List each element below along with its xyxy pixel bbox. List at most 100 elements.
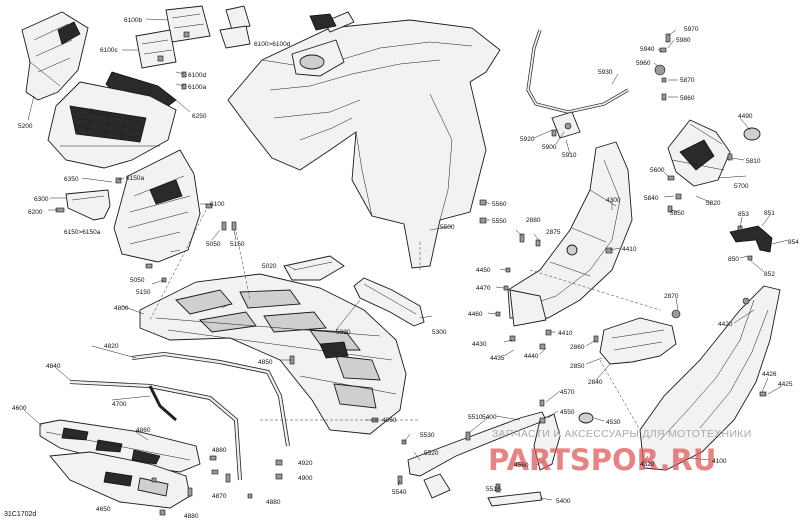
part-label: 4430: [472, 341, 487, 348]
part-label: 4425: [778, 381, 793, 388]
part-label: 4880: [266, 499, 281, 506]
part-label: 4820: [104, 343, 119, 350]
part-label: 6100>6100d: [254, 41, 291, 48]
part-label: 4300: [606, 197, 621, 204]
watermark-brand: PARTSPOR.RU: [488, 443, 716, 477]
part-label: 5020: [262, 263, 277, 270]
part-label: 5530: [420, 432, 435, 439]
part-label: 5980: [676, 37, 691, 44]
inner-panel-4300: [495, 141, 633, 350]
part-label: 6100: [210, 201, 225, 208]
part-label: 4650: [96, 506, 111, 513]
part-label: 5050: [130, 277, 145, 284]
cover-5300: [353, 277, 425, 327]
plate-5020: [283, 255, 345, 281]
part-label: 4850: [258, 359, 273, 366]
part-label: 854: [788, 239, 799, 246]
part-label: 4440: [524, 353, 539, 360]
part-label: 4320: [640, 461, 655, 468]
part-label: 5960: [636, 60, 651, 67]
light-housing-5700: [667, 119, 761, 213]
part-label: 2840: [588, 379, 603, 386]
part-label: 4460: [468, 311, 483, 318]
part-label: 5900: [542, 144, 557, 151]
part-label: 4470: [476, 285, 491, 292]
cover-plates-6100: [135, 5, 251, 90]
watermark-tagline: ЗАПЧАСТИ И АКСЕССУАРЫ ДЛЯ МОТОТЕХНИКИ: [492, 428, 752, 440]
part-label: 4700: [112, 401, 127, 408]
grab-handle-5930: [526, 29, 671, 139]
skid-plate-4650: [49, 451, 283, 516]
storage-tray-6250: [47, 71, 177, 169]
part-label: 5400: [482, 414, 497, 421]
part-label: 4800: [114, 305, 129, 312]
part-label: 5400: [556, 498, 571, 505]
part-label: 4900: [298, 475, 313, 482]
front-fender-5500: [227, 11, 501, 269]
part-label: 5550: [492, 218, 507, 225]
part-label: 4100: [712, 458, 727, 465]
assembly-lines: [149, 209, 661, 431]
part-number-labels: 5200 6100b 6100c 6100d 6100a 6100>6100d …: [12, 17, 799, 520]
part-label: 5320: [336, 329, 351, 336]
part-label: 4600: [12, 405, 27, 412]
strap-5400: [397, 411, 547, 507]
part-label: 5860: [680, 95, 695, 102]
tube-frame-4820: [69, 351, 290, 499]
part-label: 851: [764, 210, 775, 217]
part-label: 5510: [486, 486, 501, 493]
part-label: 5300: [432, 329, 447, 336]
part-label: 2880: [526, 217, 541, 224]
part-label: 4880: [184, 513, 199, 520]
part-label: 6150a: [126, 175, 144, 182]
part-label: 852: [764, 271, 775, 278]
part-label: 6300: [34, 196, 49, 203]
part-label: 5150: [230, 241, 245, 248]
part-label: 4420: [718, 321, 733, 328]
bracket-2860: [593, 309, 681, 365]
part-label: 6200: [28, 209, 43, 216]
part-label: 850: [728, 256, 739, 263]
part-label: 6100b: [124, 17, 142, 24]
part-label: 2875: [546, 229, 561, 236]
part-label: 853: [738, 211, 749, 218]
part-label: 2860: [570, 344, 585, 351]
part-label: 5700: [734, 183, 749, 190]
leader-lines: [23, 18, 789, 501]
part-label: 5870: [680, 77, 695, 84]
part-label: 6350: [64, 176, 79, 183]
part-label: 4860: [136, 427, 151, 434]
part-label: 5150: [136, 289, 151, 296]
bumper-4600: [39, 419, 201, 473]
part-label: 5910: [562, 152, 577, 159]
part-label: 4435: [490, 355, 505, 362]
part-label: 4840: [46, 363, 61, 370]
part-label: 6100c: [100, 47, 118, 54]
part-label: 5940: [640, 46, 655, 53]
part-label: 5050: [206, 241, 221, 248]
part-label: 4450: [476, 267, 491, 274]
part-label: 6100a: [188, 84, 206, 91]
part-label: 4530: [606, 419, 621, 426]
part-label: 5560: [492, 201, 507, 208]
part-label: 5920: [520, 136, 535, 143]
part-label: 5500: [440, 224, 455, 231]
part-label: 5970: [684, 26, 699, 33]
side-panel-4420: [639, 285, 781, 471]
part-label: 4920: [298, 460, 313, 467]
part-label: 6150>6150a: [64, 229, 101, 236]
part-label: 5520: [424, 450, 439, 457]
part-label: 5600: [650, 167, 665, 174]
part-label: 4560: [514, 462, 529, 469]
part-label: 5840: [644, 195, 659, 202]
part-label: 4870: [212, 493, 227, 500]
part-label: 4410: [558, 330, 573, 337]
part-label: 4410: [622, 246, 637, 253]
rear-rack-4800: [139, 273, 407, 435]
part-label: 6250: [192, 113, 207, 120]
part-label: 5930: [598, 69, 613, 76]
part-label: 2850: [570, 363, 585, 370]
part-label: 5850: [670, 210, 685, 217]
part-label: 5200: [18, 123, 33, 130]
